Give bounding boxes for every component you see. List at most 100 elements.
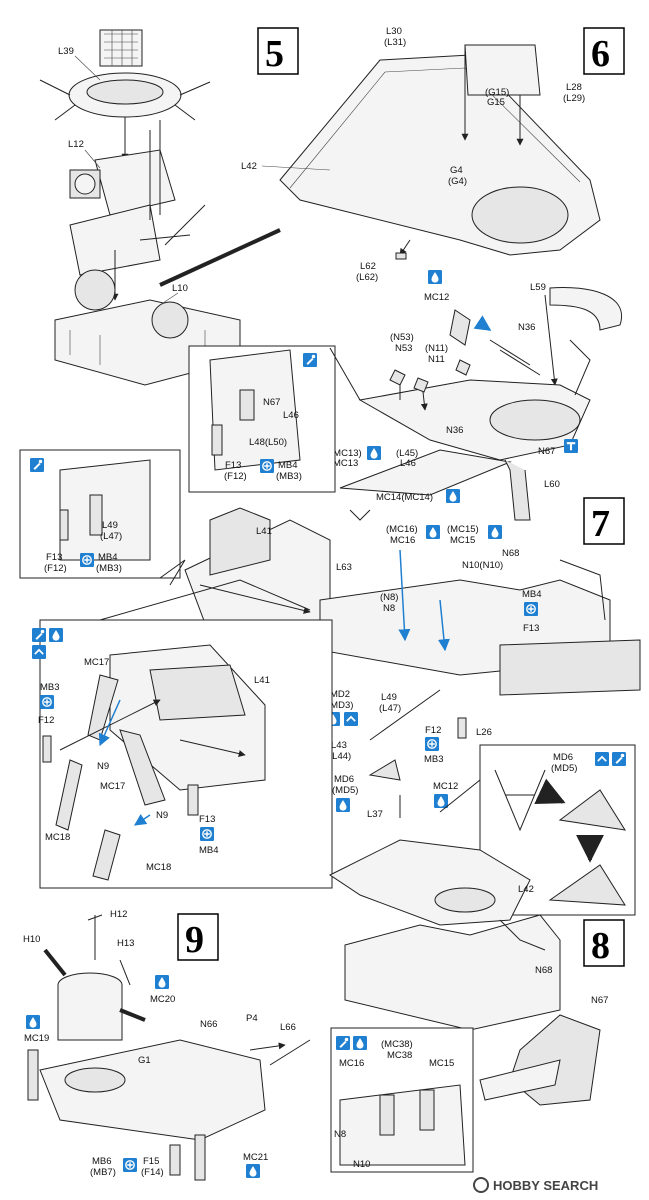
label-MC21: MC21	[243, 1152, 268, 1163]
label-MB4-inset: MB4	[278, 460, 298, 471]
rail-L46-part	[339, 449, 512, 496]
label-N10: N10(N10)	[462, 560, 503, 571]
step-8-number: 8	[591, 925, 610, 967]
label-L62-paren: (L62)	[356, 272, 378, 283]
decal-icon-inset	[260, 459, 274, 473]
step-9-group: 9 H12 H10 H13 MC20 L66 P4 N66 G1 MC19 MB…	[23, 909, 311, 1181]
label-G4: G4	[450, 165, 463, 176]
label-L41-inset: L41	[254, 675, 270, 686]
step-6-group: 6 L30 (L31) L28 (L29) (G15) G15 G4 (G4) …	[188, 26, 625, 521]
label-N36: N36	[518, 322, 535, 333]
label-F12-inset: (F12)	[224, 471, 247, 482]
label-N67: N67	[538, 446, 555, 457]
label-H10: H10	[23, 934, 40, 945]
label-L10: L10	[172, 283, 188, 294]
label-MC16: MC16	[390, 535, 415, 546]
glue-icon-mc12	[428, 270, 442, 284]
hull-step8-part	[344, 914, 561, 1031]
label-L59: L59	[530, 282, 546, 293]
label-N9-b: N9	[156, 810, 168, 821]
label-MC15-paren: (MC15)	[447, 524, 479, 535]
radar-array-part	[99, 29, 143, 67]
label-L31: (L31)	[384, 37, 406, 48]
brush-icon-L49	[30, 458, 44, 472]
label-MD5-inset: (MD5)	[551, 763, 577, 774]
label-N53-paren: (N53)	[390, 332, 414, 343]
label-F13-inset: F13	[225, 460, 241, 471]
label-N67-b: N67	[591, 995, 608, 1006]
label-N68-b: N68	[535, 965, 552, 976]
label-F13-b: F13	[46, 552, 62, 563]
step-7-group: 7 L49 (L47) F13 (F12) MB4 (MB3) L41 L63 …	[19, 449, 641, 916]
label-MB3-c: MB3	[424, 754, 444, 765]
label-MC16-paren: (MC16)	[386, 524, 418, 535]
label-F13-c: F13	[523, 623, 539, 634]
glue-icon-mc19	[26, 1015, 40, 1029]
decal-icon-L49	[80, 553, 94, 567]
label-L41: L41	[256, 526, 272, 537]
label-MD6: MD6	[334, 774, 354, 785]
label-L62: L62	[360, 261, 376, 272]
brush-icon-ladders	[32, 628, 46, 642]
label-L37: L37	[367, 809, 383, 820]
fold-icon-ladders	[32, 645, 46, 659]
label-MC38-paren: (MC38)	[381, 1039, 413, 1050]
label-MC12: MC12	[424, 292, 449, 303]
label-MB4-b: MB4	[98, 552, 118, 563]
step-5-box	[257, 27, 299, 75]
label-L30: L30	[386, 26, 402, 37]
step-8-box	[583, 919, 625, 967]
label-MC15-b: MC15	[429, 1058, 454, 1069]
label-G15: G15	[487, 97, 505, 108]
label-MC18-b: MC18	[146, 862, 171, 873]
label-N11: N11	[428, 354, 445, 365]
label-MB6: MB6	[92, 1156, 112, 1167]
label-MC13-paren: (MC13)	[330, 448, 362, 459]
label-L43: L43	[331, 740, 347, 751]
label-MD5: (MD5)	[332, 785, 358, 796]
label-L60: L60	[544, 479, 560, 490]
label-MC16-b: MC16	[339, 1058, 364, 1069]
glue-icon-mc21	[246, 1164, 260, 1178]
label-N66: N66	[200, 1019, 217, 1030]
brush-icon-md6	[612, 752, 626, 766]
label-P4: P4	[246, 1013, 258, 1024]
label-F12-b: (F12)	[44, 563, 67, 574]
glue-icon-mc38	[353, 1036, 367, 1050]
label-L42: L42	[241, 161, 257, 172]
funnel-cap-L59-part	[549, 287, 623, 331]
glue-icon-ladders	[49, 628, 63, 642]
label-MC17-b: MC17	[100, 781, 125, 792]
tee-icon-n67	[564, 439, 578, 453]
deck-N66-part	[39, 1039, 266, 1141]
decal-icon-mb6	[123, 1158, 137, 1172]
label-L12: L12	[68, 139, 84, 150]
label-MB3-b: (MB3)	[96, 563, 122, 574]
glue-icon-mc12b	[434, 794, 448, 808]
watermark-text: HOBBY SEARCH	[493, 1178, 598, 1193]
fold-icon-md6	[595, 752, 609, 766]
label-MC38: MC38	[387, 1050, 412, 1061]
label-L29: (L29)	[563, 93, 585, 104]
label-L48: L48(L50)	[249, 437, 287, 448]
label-H13: H13	[117, 938, 134, 949]
label-N11-paren: (N11)	[425, 343, 448, 354]
label-N8: N8	[383, 603, 395, 614]
label-L44: (L44)	[329, 751, 351, 762]
label-MB4-inset2: MB4	[199, 845, 219, 856]
label-L47-c: (L47)	[379, 703, 401, 714]
label-L49-c: L49	[381, 692, 397, 703]
glue-icon-mc14	[446, 489, 460, 503]
label-N10-b: N10	[353, 1159, 370, 1170]
label-N53: N53	[395, 343, 412, 354]
label-G15-paren: (G15)	[485, 87, 509, 98]
label-N68: N68	[502, 548, 519, 559]
label-N8-paren: (N8)	[380, 592, 398, 603]
label-G4-paren: (G4)	[448, 176, 467, 187]
step-7-number: 7	[591, 503, 610, 545]
label-MB7: (MB7)	[90, 1167, 116, 1178]
label-MC19: MC19	[24, 1033, 49, 1044]
label-MC14: MC14(MC14)	[376, 492, 433, 503]
